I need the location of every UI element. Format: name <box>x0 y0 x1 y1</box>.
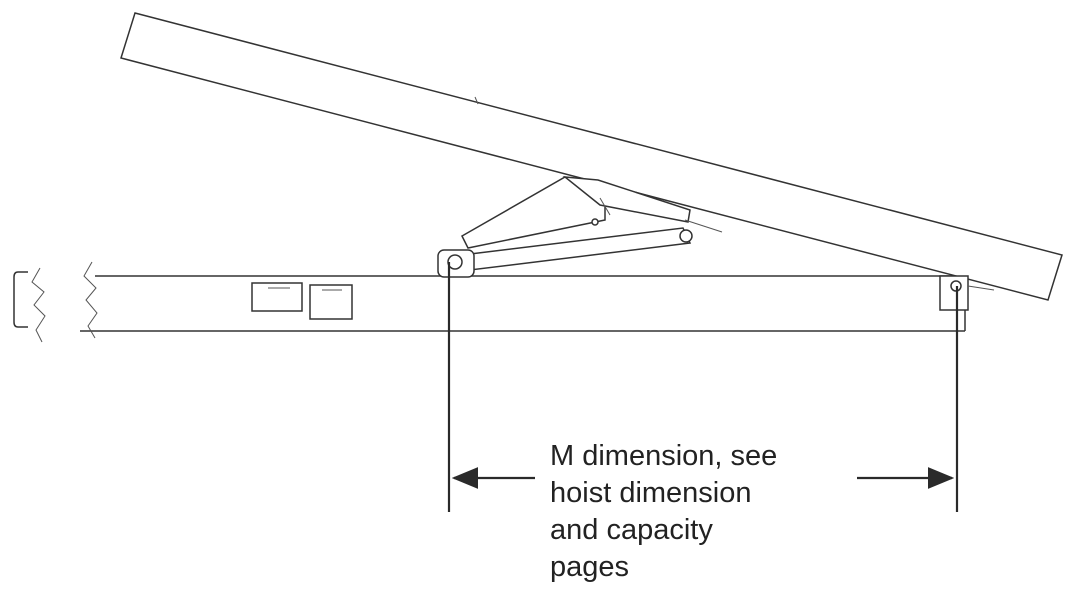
m-dimension-label-line-3: and capacity <box>550 514 713 546</box>
m-dimension-label-line-4: pages <box>550 551 630 583</box>
m-dimension <box>447 262 959 512</box>
m-dimension-label: M dimension, see hoist dimension and cap… <box>550 438 870 586</box>
dump-body <box>120 12 1063 301</box>
break-lines <box>13 261 98 343</box>
hoist-linkage <box>460 176 723 271</box>
frame-rail <box>80 275 966 332</box>
m-dimension-label-line-1: M dimension, see <box>550 440 778 472</box>
rear-hinge <box>939 275 995 311</box>
frame-bracket-left <box>251 282 303 312</box>
m-dimension-label-line-2: hoist dimension <box>550 477 752 509</box>
frame-bracket-right <box>309 284 353 320</box>
